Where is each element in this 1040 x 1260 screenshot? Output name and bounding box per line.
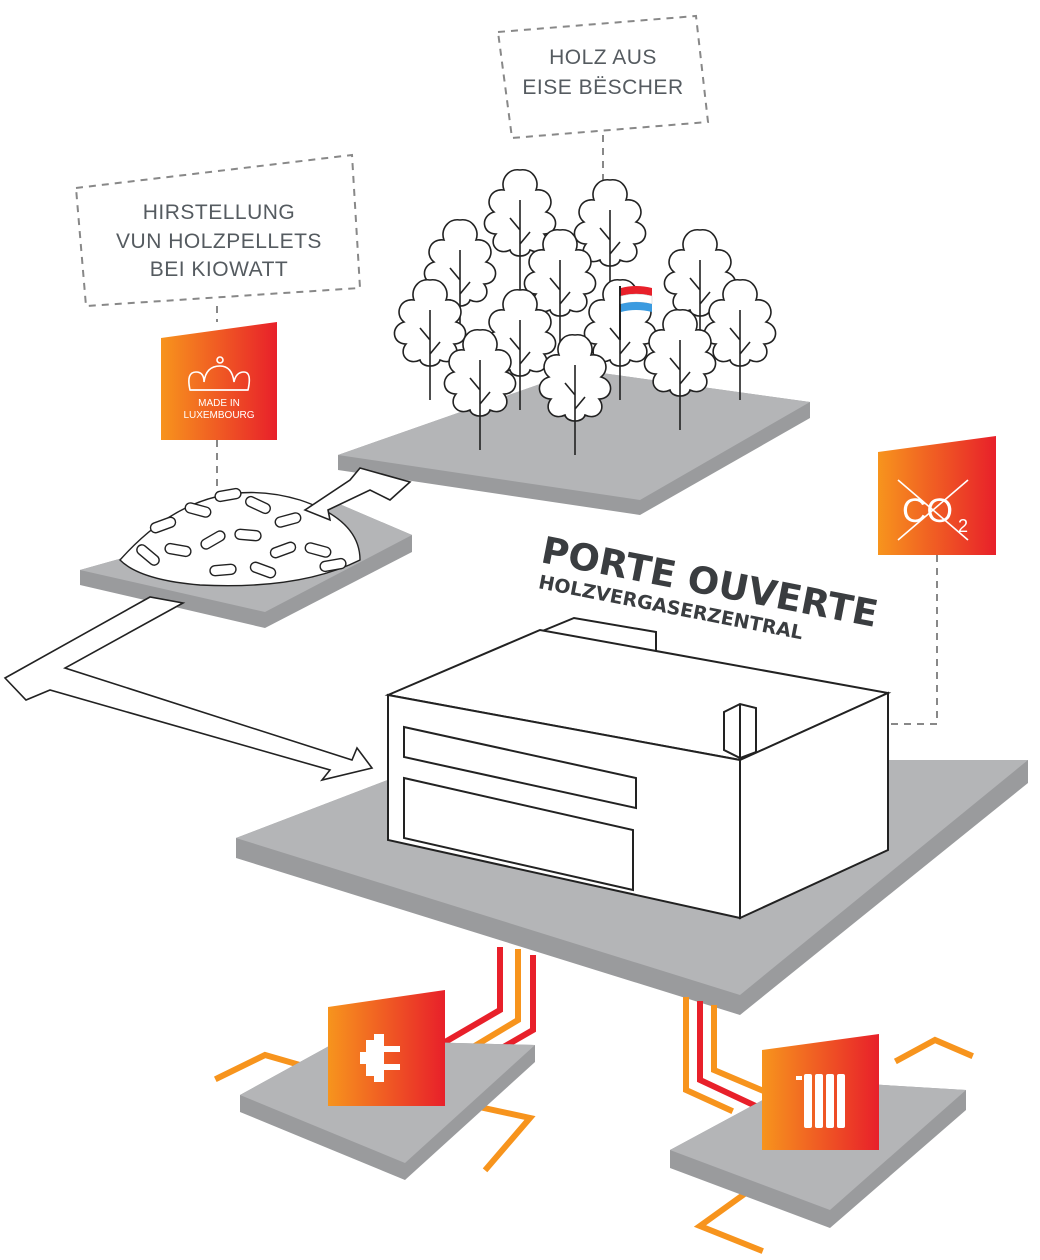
pellets-label-line2: VUN HOLZPELLETS bbox=[116, 230, 322, 253]
forest-label-line1: HOLZ AUS bbox=[549, 46, 657, 69]
co2-sub: 2 bbox=[958, 516, 968, 536]
radiator-icon bbox=[796, 1074, 845, 1128]
power-plug-icon bbox=[360, 1034, 400, 1082]
no-co2-icon: CO 2 bbox=[897, 479, 969, 541]
heating-badge bbox=[762, 1034, 879, 1150]
made-in-luxembourg-badge: MADE IN LUXEMBOURG bbox=[161, 322, 277, 440]
co2-text: CO bbox=[902, 492, 953, 530]
plant-building bbox=[384, 616, 892, 920]
made-in-line1: MADE IN bbox=[198, 398, 240, 409]
crown-icon bbox=[188, 356, 251, 391]
pellets-label-line3: BEI KIOWATT bbox=[150, 258, 289, 281]
pellets-label-line1: HIRSTELLUNG bbox=[143, 201, 296, 224]
arrow-forest-to-pellets bbox=[303, 467, 412, 522]
forest-label-line2: EISE BËSCHER bbox=[522, 76, 683, 99]
pellets-label-box: HIRSTELLUNG VUN HOLZPELLETS BEI KIOWATT bbox=[74, 153, 362, 308]
no-co2-badge: CO 2 bbox=[878, 436, 996, 555]
arrow-pellets-to-plant bbox=[3, 596, 374, 782]
forest-label-box: HOLZ AUS EISE BËSCHER bbox=[496, 14, 710, 140]
forest-platform bbox=[338, 370, 810, 515]
made-in-line2: LUXEMBOURG bbox=[183, 410, 254, 421]
electricity-badge bbox=[328, 990, 445, 1106]
pellet-pile bbox=[119, 487, 361, 587]
luxembourg-flag-icon bbox=[619, 286, 653, 340]
